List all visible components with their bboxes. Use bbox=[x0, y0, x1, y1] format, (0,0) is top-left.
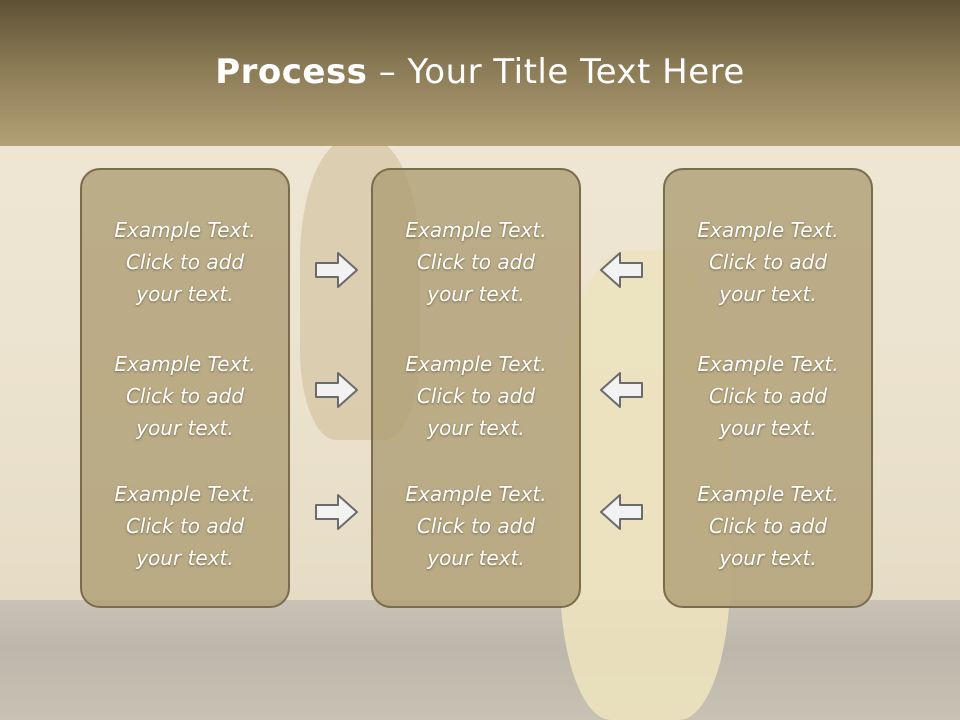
text-block[interactable]: Example Text. Click to add your text. bbox=[82, 348, 288, 444]
process-box-center[interactable]: Example Text. Click to add your text. Ex… bbox=[371, 168, 581, 608]
text-line: your text. bbox=[427, 282, 525, 306]
text-line: Example Text. bbox=[114, 352, 256, 376]
text-block[interactable]: Example Text. Click to add your text. bbox=[665, 214, 871, 310]
text-block[interactable]: Example Text. Click to add your text. bbox=[82, 214, 288, 310]
arrow-right-icon bbox=[315, 252, 358, 288]
text-line: Example Text. bbox=[405, 482, 547, 506]
text-line: Click to add bbox=[708, 250, 828, 274]
text-block[interactable]: Example Text. Click to add your text. bbox=[373, 478, 579, 574]
text-line: Example Text. bbox=[697, 482, 839, 506]
arrow-right-icon bbox=[315, 372, 358, 408]
text-block[interactable]: Example Text. Click to add your text. bbox=[82, 478, 288, 574]
text-line: Example Text. bbox=[405, 352, 547, 376]
slide-title[interactable]: Process – Your Title Text Here bbox=[0, 52, 960, 92]
arrow-left-icon bbox=[600, 252, 643, 288]
text-line: Click to add bbox=[125, 250, 245, 274]
text-line: your text. bbox=[136, 416, 234, 440]
text-line: Click to add bbox=[708, 514, 828, 538]
text-line: Click to add bbox=[125, 514, 245, 538]
text-line: Example Text. bbox=[697, 218, 839, 242]
text-line: Click to add bbox=[125, 384, 245, 408]
title-rest-part: – Your Title Text Here bbox=[367, 52, 745, 92]
background-sea bbox=[0, 600, 960, 720]
process-box-right[interactable]: Example Text. Click to add your text. Ex… bbox=[663, 168, 873, 608]
text-line: your text. bbox=[136, 546, 234, 570]
arrow-left-icon bbox=[600, 372, 643, 408]
text-line: your text. bbox=[427, 546, 525, 570]
arrow-left-icon bbox=[600, 494, 643, 530]
text-line: Example Text. bbox=[114, 482, 256, 506]
text-line: Example Text. bbox=[114, 218, 256, 242]
text-block[interactable]: Example Text. Click to add your text. bbox=[373, 214, 579, 310]
text-line: your text. bbox=[719, 416, 817, 440]
text-block[interactable]: Example Text. Click to add your text. bbox=[373, 348, 579, 444]
title-bold-part: Process bbox=[215, 52, 368, 92]
text-block[interactable]: Example Text. Click to add your text. bbox=[665, 348, 871, 444]
text-block[interactable]: Example Text. Click to add your text. bbox=[665, 478, 871, 574]
text-line: your text. bbox=[719, 546, 817, 570]
text-line: Click to add bbox=[416, 250, 536, 274]
title-bar: Process – Your Title Text Here bbox=[0, 0, 960, 146]
text-line: Example Text. bbox=[405, 218, 547, 242]
process-box-left[interactable]: Example Text. Click to add your text. Ex… bbox=[80, 168, 290, 608]
text-line: Click to add bbox=[416, 384, 536, 408]
text-line: Click to add bbox=[416, 514, 536, 538]
text-line: your text. bbox=[136, 282, 234, 306]
text-line: your text. bbox=[427, 416, 525, 440]
text-line: Example Text. bbox=[697, 352, 839, 376]
arrow-right-icon bbox=[315, 494, 358, 530]
text-line: Click to add bbox=[708, 384, 828, 408]
text-line: your text. bbox=[719, 282, 817, 306]
